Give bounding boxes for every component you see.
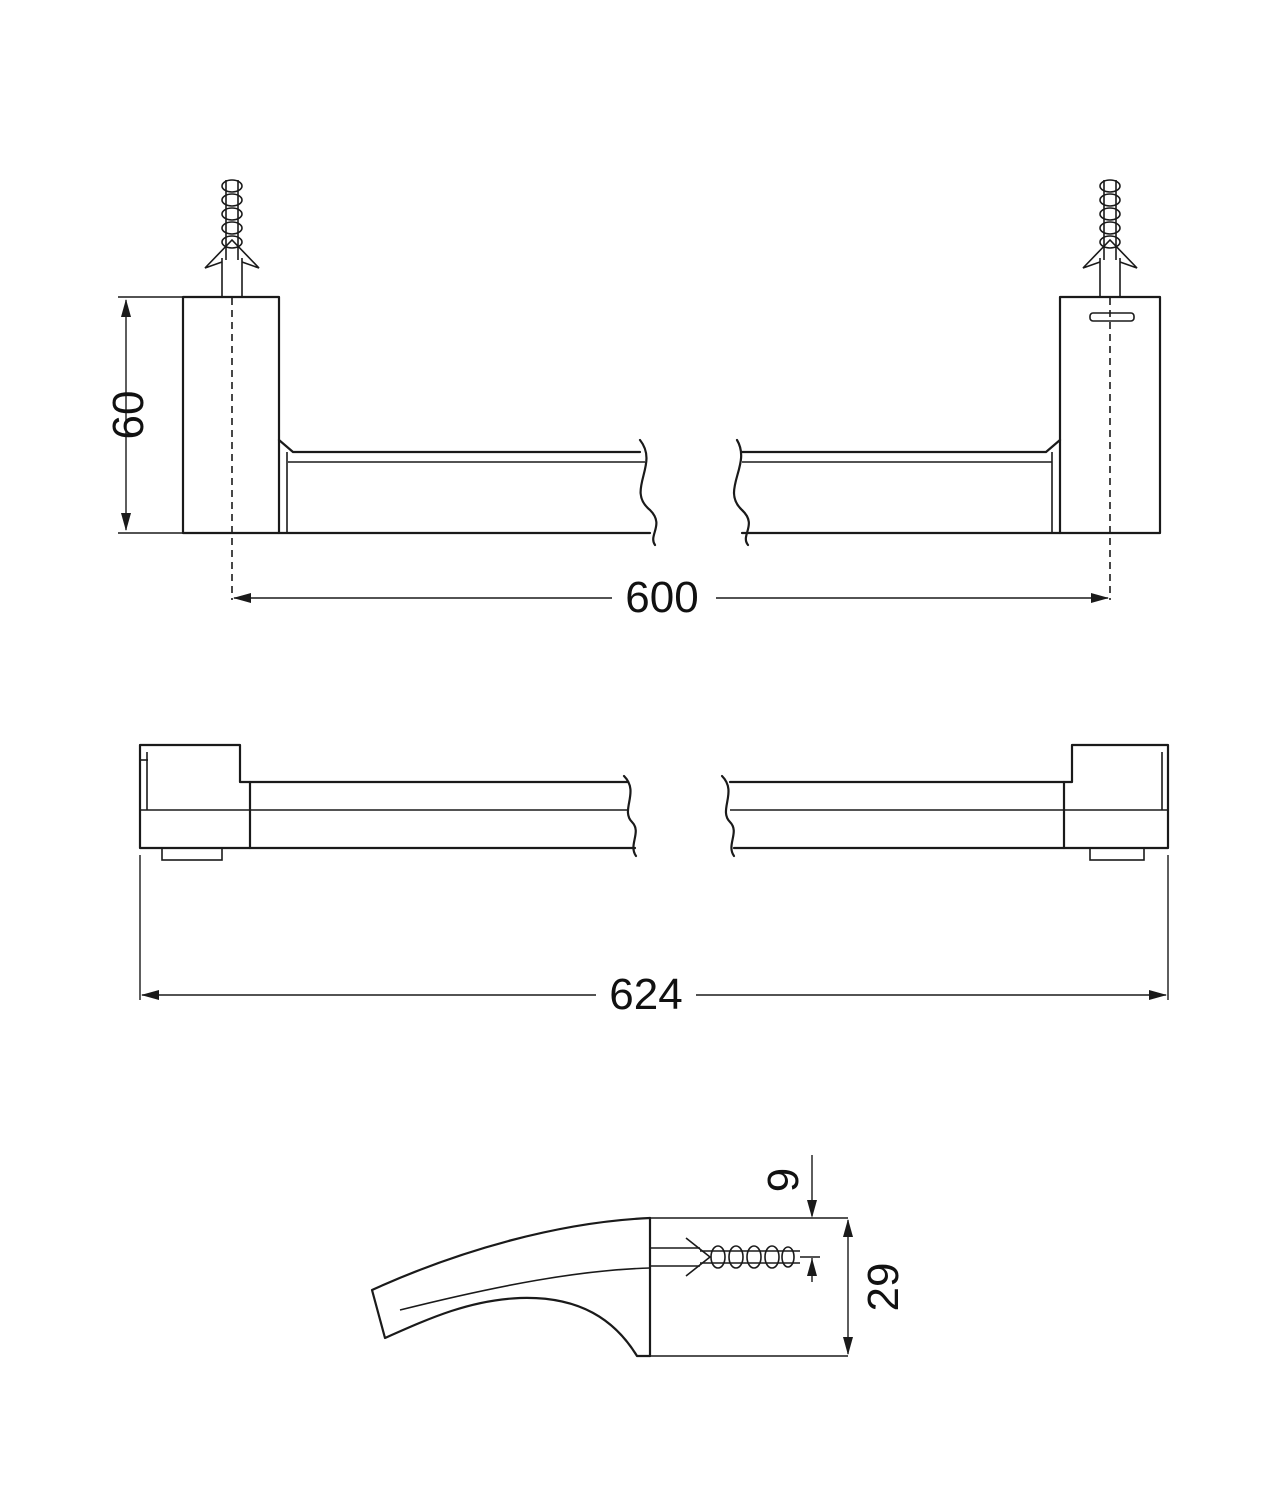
- depth-label: 29: [859, 1263, 908, 1312]
- top-view: 624: [138, 743, 1170, 1019]
- left-bar-top: [277, 438, 642, 454]
- side-wall-plug: [685, 1237, 800, 1277]
- offset-label: 9: [759, 1168, 808, 1192]
- length-dimension: 624: [139, 855, 1169, 1019]
- right-bracket: [1058, 295, 1162, 535]
- arm-inner-edge: [399, 1267, 651, 1311]
- left-bracket: [181, 295, 281, 535]
- front-view: 60 600: [104, 179, 1162, 622]
- offset-dimension: 9: [759, 1155, 820, 1282]
- depth-dimension: 29: [843, 1219, 908, 1355]
- spacing-label: 600: [625, 573, 698, 622]
- spacing-dimension: 600: [233, 573, 1109, 622]
- height-dimension: 60: [104, 296, 183, 534]
- left-break-line: [638, 438, 658, 547]
- arm-profile: [370, 1216, 652, 1358]
- top-right-break-line: [720, 774, 736, 858]
- left-wall-plug: [204, 179, 260, 297]
- right-wall-plug: [1082, 179, 1138, 297]
- top-left-break-line: [622, 774, 638, 858]
- left-foot: [161, 847, 223, 861]
- height-label: 60: [104, 391, 153, 440]
- right-break-line: [732, 438, 750, 547]
- right-end-cap: [1062, 743, 1170, 850]
- right-foot: [1089, 847, 1145, 861]
- right-bar-top: [740, 438, 1062, 454]
- side-view: 9 29: [370, 1155, 908, 1358]
- length-label: 624: [609, 970, 682, 1019]
- left-end-cap: [138, 743, 252, 850]
- right-bracket-mark: [1089, 312, 1135, 322]
